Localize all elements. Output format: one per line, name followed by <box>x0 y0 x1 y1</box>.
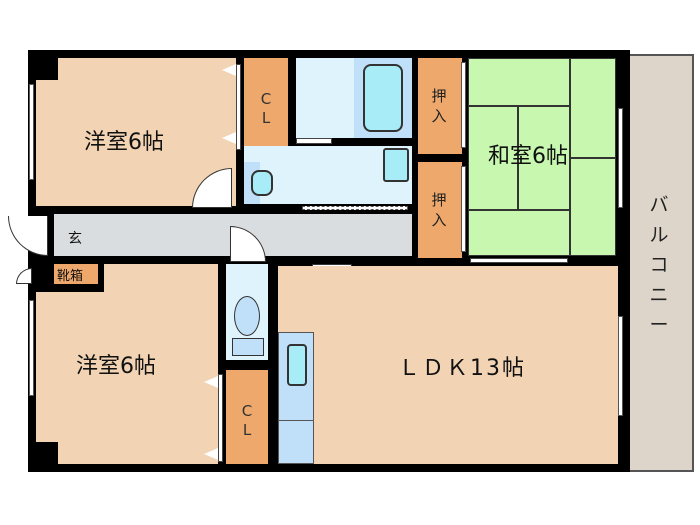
tatami-mat <box>518 106 570 210</box>
closet-door-marker <box>204 376 218 388</box>
small-door[interactable] <box>16 268 32 284</box>
tatami-mat <box>468 106 518 210</box>
window[interactable] <box>618 108 623 208</box>
oshiire-2-label: 押入 <box>431 191 447 229</box>
balcony-char: ー <box>649 314 669 336</box>
window[interactable] <box>461 62 466 148</box>
closet-door-marker <box>204 448 218 460</box>
shoe-box-label: 靴箱 <box>57 269 84 284</box>
balcony-char: ニ <box>649 284 669 306</box>
toilet-tank-icon <box>232 338 264 356</box>
entrance <box>54 214 98 256</box>
window[interactable] <box>29 300 34 396</box>
tatami-mat <box>570 158 616 256</box>
window[interactable] <box>461 166 466 252</box>
ldk <box>278 266 618 464</box>
shoe-box <box>54 264 98 284</box>
tatami-mat <box>570 58 616 158</box>
closet-2-door[interactable] <box>218 374 223 462</box>
sink-icon <box>383 148 409 182</box>
window[interactable] <box>29 84 34 180</box>
kitchen-divider <box>278 420 314 421</box>
kitchen-sink-icon <box>287 344 307 386</box>
oshiire-1 <box>418 58 462 154</box>
oshiire-2 <box>418 162 462 258</box>
tatami-mat <box>468 210 570 256</box>
window[interactable] <box>618 316 623 416</box>
western-room-1-label: 洋室6帖 <box>84 130 164 155</box>
closet-door-marker <box>222 132 236 144</box>
western-room-2-top <box>104 264 218 294</box>
western-room-2 <box>36 292 218 464</box>
western-room-2-label: 洋室6帖 <box>76 354 156 379</box>
entrance-label: 玄 <box>68 231 82 247</box>
bathtub-icon <box>363 64 403 132</box>
pillar <box>28 442 58 472</box>
front-door[interactable] <box>8 216 48 256</box>
toilet-bowl-icon <box>234 296 260 336</box>
oshiire-1-label: 押入 <box>431 87 447 125</box>
toilet-icon <box>251 170 273 196</box>
closet-1 <box>244 58 288 154</box>
balcony-char: バ <box>649 194 669 216</box>
wash-sliding-door[interactable] <box>302 206 408 210</box>
pillar <box>28 50 58 80</box>
balcony-char: コ <box>649 254 669 276</box>
balcony-char: ル <box>649 224 669 246</box>
balcony-label: バ ル コ ニ ー <box>646 190 672 340</box>
tatami-mat <box>468 58 570 106</box>
japanese-room-label: 和室6帖 <box>488 144 568 169</box>
closet-door-marker <box>222 64 236 76</box>
ldk-label: ＬＤＫ13帖 <box>398 356 526 381</box>
wash-partition <box>296 138 332 144</box>
japanese-sliding-door[interactable] <box>470 258 568 263</box>
closet-2 <box>226 370 268 464</box>
closet-1-door[interactable] <box>236 64 241 150</box>
